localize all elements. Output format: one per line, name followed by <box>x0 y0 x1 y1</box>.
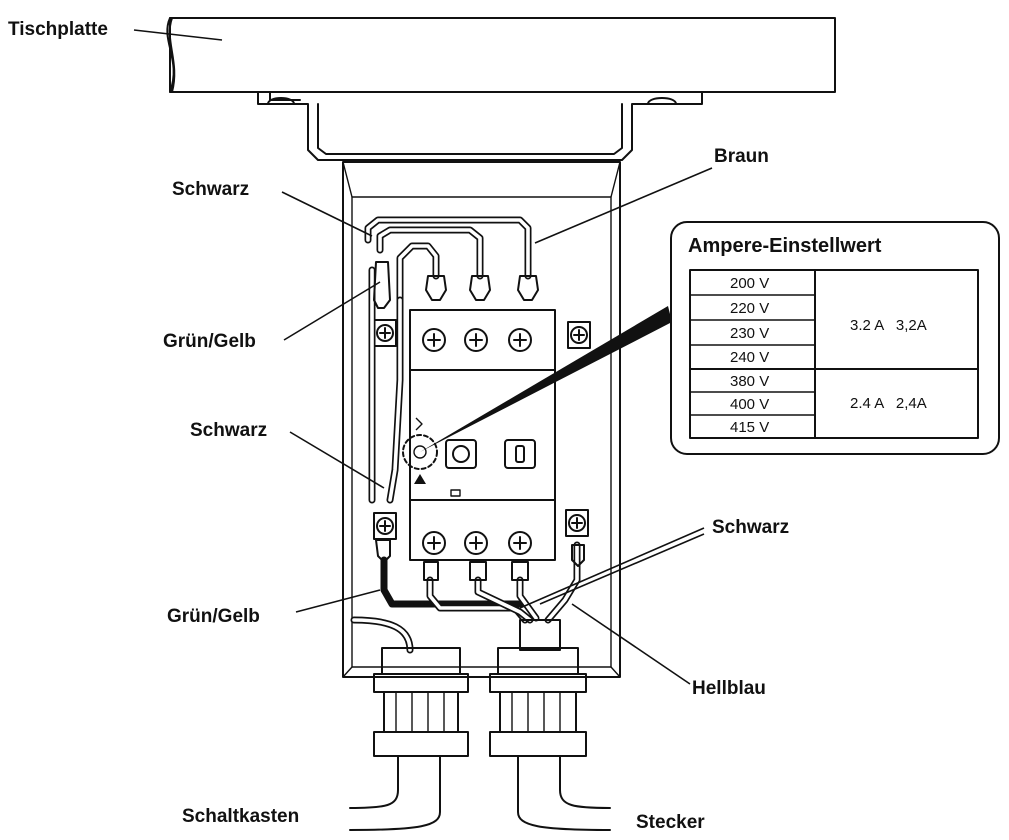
tabletop <box>166 17 836 93</box>
voltage-415: 415 V <box>730 419 769 436</box>
ampere-dial[interactable] <box>402 417 438 484</box>
voltage-400: 400 V <box>730 396 769 413</box>
label-tischplatte: Tischplatte <box>8 19 108 40</box>
cable-lugs <box>373 261 585 581</box>
label-stecker: Stecker <box>636 812 705 833</box>
label-hellblau: Hellblau <box>692 678 766 699</box>
on-button-icon <box>452 445 470 463</box>
mounting-bracket <box>257 91 703 161</box>
ampere-table-callout: Ampere-Einstellwert 200 V 220 V 230 V 24… <box>420 221 1000 455</box>
voltage-220: 220 V <box>730 300 769 317</box>
voltage-200: 200 V <box>730 275 769 292</box>
voltage-380: 380 V <box>730 373 769 390</box>
voltage-240: 240 V <box>730 349 769 366</box>
top-terminals <box>422 328 532 352</box>
setting-low-voltage: 3.2 A 3,2A <box>850 317 927 334</box>
switch-box <box>342 161 621 678</box>
ampere-table-title: Ampere-Einstellwert <box>688 235 882 257</box>
voltage-230: 230 V <box>730 325 769 342</box>
off-button[interactable] <box>504 439 536 469</box>
label-schwarz-mid: Schwarz <box>190 420 267 441</box>
label-braun: Braun <box>714 146 769 167</box>
off-button-icon <box>515 445 525 463</box>
label-gruen-gelb-bottom: Grün/Gelb <box>167 606 260 627</box>
label-schwarz-top: Schwarz <box>172 179 249 200</box>
wires <box>350 216 581 654</box>
leader-lines <box>133 29 713 685</box>
setting-high-voltage: 2.4 A 2,4A <box>850 395 927 412</box>
label-schwarz-right: Schwarz <box>712 517 789 538</box>
label-schaltkasten: Schaltkasten <box>182 806 299 827</box>
indicator <box>450 489 461 497</box>
cable-gland-right <box>489 619 611 831</box>
label-gruen-gelb-top: Grün/Gelb <box>163 331 256 352</box>
on-button[interactable] <box>445 439 477 469</box>
contactor <box>402 309 556 561</box>
ground-screws <box>373 319 591 540</box>
labels: Tischplatte Braun Schwarz Grün/Gelb Schw… <box>8 19 789 833</box>
bottom-terminals <box>422 531 532 555</box>
cable-gland-left <box>349 647 469 831</box>
